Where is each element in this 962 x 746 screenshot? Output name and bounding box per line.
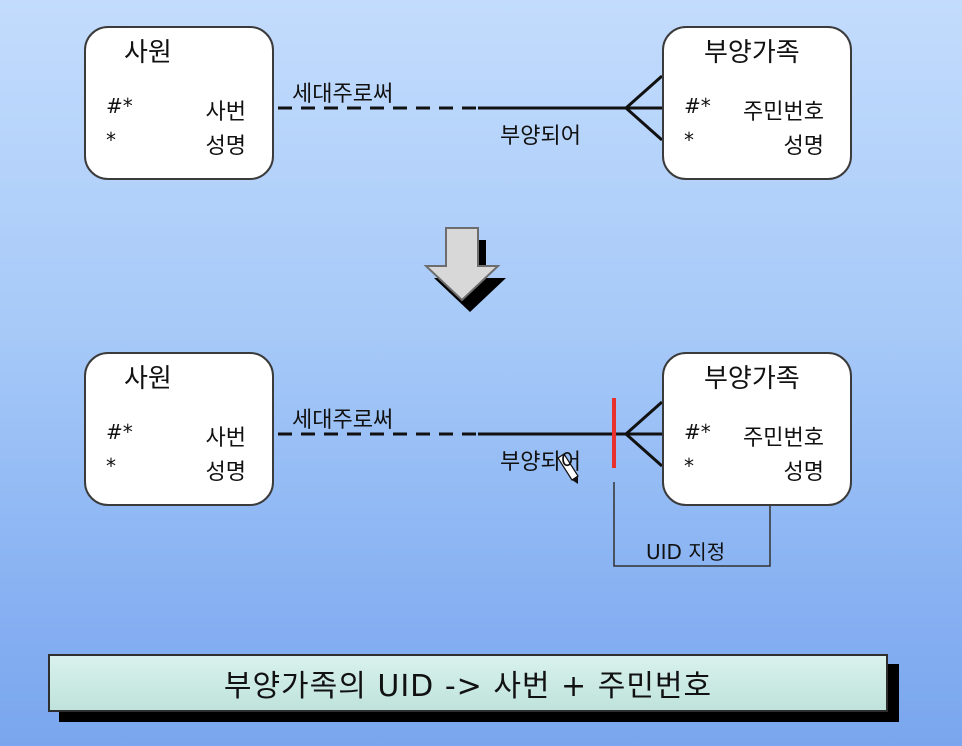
attribute-name: 사번 — [205, 100, 246, 125]
mandatory-marker: * — [684, 454, 694, 478]
entity-name: 사원 — [124, 364, 172, 394]
entity-name: 부양가족 — [704, 38, 800, 68]
attribute-row: * 성명 — [664, 454, 850, 485]
bottom-relationship-line — [278, 398, 663, 468]
attribute-name: 성명 — [783, 134, 824, 159]
uid-mandatory-marker: #* — [106, 94, 133, 118]
caption-text: 부양가족의 UID -> 사번 + 주민번호 — [223, 669, 713, 704]
attribute-name: 주민번호 — [743, 100, 824, 125]
uid-mandatory-marker: #* — [684, 420, 711, 444]
attribute-row: * 성명 — [86, 128, 272, 159]
attribute-row: #* 사번 — [86, 420, 272, 451]
top-entity-dependent: 부양가족 #* 주민번호 * 성명 — [662, 26, 852, 180]
bottom-entity-dependent: 부양가족 #* 주민번호 * 성명 — [662, 352, 852, 506]
entity-name: 부양가족 — [704, 364, 800, 394]
bottom-relationship-label-left: 세대주로써 — [292, 408, 394, 433]
top-relationship-line — [278, 74, 663, 142]
top-relationship-label-right: 부양되어 — [500, 124, 581, 149]
entity-name: 사원 — [124, 38, 172, 68]
uid-connector-line — [613, 482, 771, 567]
uid-mandatory-marker: #* — [106, 420, 133, 444]
bottom-crows-foot — [625, 400, 663, 468]
attribute-name: 성명 — [783, 460, 824, 485]
down-arrow — [423, 227, 506, 312]
attribute-row: * 성명 — [664, 128, 850, 159]
mandatory-marker: * — [684, 128, 694, 152]
pen-cursor-icon — [557, 453, 579, 484]
bottom-entity-employee: 사원 #* 사번 * 성명 — [84, 352, 274, 506]
attribute-name: 주민번호 — [743, 426, 824, 451]
uid-annotation-label: UID 지정 — [646, 540, 726, 564]
attribute-row: * 성명 — [86, 454, 272, 485]
attribute-name: 사번 — [205, 426, 246, 451]
top-entity-employee: 사원 #* 사번 * 성명 — [84, 26, 274, 180]
attribute-row: #* 주민번호 — [664, 420, 850, 451]
mandatory-marker: * — [106, 454, 116, 478]
top-relationship-label-left: 세대주로써 — [292, 82, 394, 107]
mandatory-marker: * — [106, 128, 116, 152]
top-crows-foot — [625, 74, 663, 142]
attribute-row: #* 주민번호 — [664, 94, 850, 125]
down-arrow-body — [423, 227, 501, 302]
uid-mandatory-marker: #* — [684, 94, 711, 118]
attribute-row: #* 사번 — [86, 94, 272, 125]
caption-box: 부양가족의 UID -> 사번 + 주민번호 — [48, 654, 888, 712]
attribute-name: 성명 — [205, 460, 246, 485]
attribute-name: 성명 — [205, 134, 246, 159]
bottom-relationship-label-right: 부양되어 — [500, 450, 581, 475]
